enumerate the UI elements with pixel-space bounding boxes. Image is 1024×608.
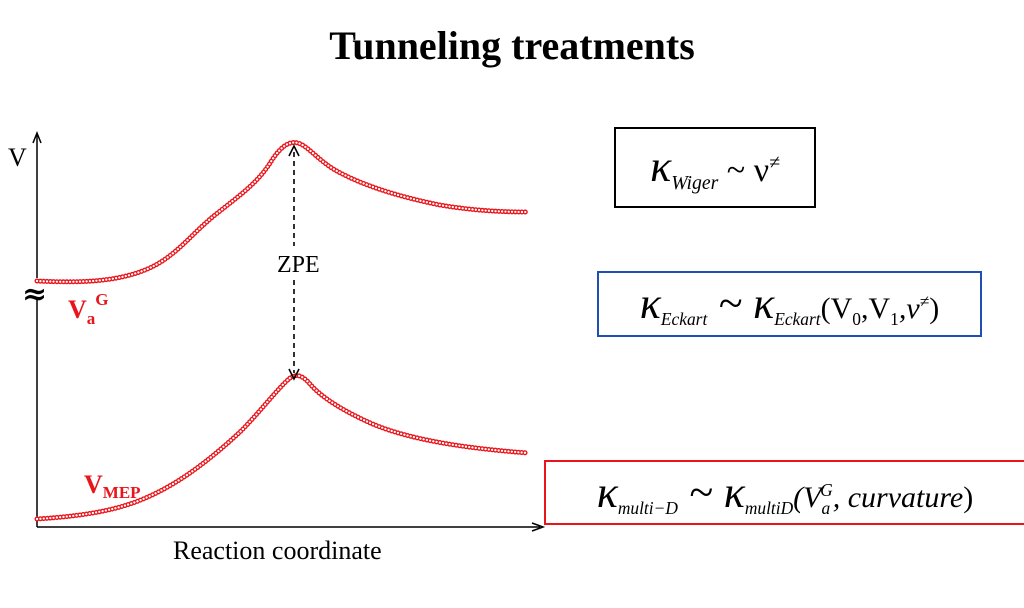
wigner-subscript: Wiger [671, 171, 719, 194]
v0-subscript: 0 [852, 309, 861, 329]
vag-label: VaG [68, 290, 109, 328]
multid-va: (V [793, 480, 822, 514]
x-axis-label: Reaction coordinate [173, 536, 382, 565]
wigner-rhs: ~ ν [718, 151, 770, 189]
vmep-label: VMEP [84, 470, 141, 502]
multid-close: ) [963, 480, 974, 514]
multid-equation-box: κmulti−D ~ κmultiD(VaG, curvature) [544, 460, 1024, 525]
kappa-rhs-symbol: ~ κ [677, 467, 745, 517]
wigner-equation: κWiger ~ ν≠ [650, 141, 780, 195]
kappa-symbol: κ [650, 141, 672, 191]
eckart-v0: (V [820, 292, 853, 325]
multid-subscript: multi−D [617, 497, 678, 518]
wigner-equation-box: κWiger ~ ν≠ [614, 127, 816, 208]
wigner-superscript: ≠ [769, 151, 780, 174]
multid-equation: κmulti−D ~ κmultiD(VaG, curvature) [597, 467, 974, 519]
eckart-subscript: Eckart [660, 309, 708, 329]
eckart-equation: κEckart ~ κEckart(V0,V1,ν≠) [640, 278, 939, 330]
zpe-arrowhead-top [288, 144, 300, 157]
multid-rhs-subscript: multiD [744, 497, 794, 518]
kappa-symbol: κ [639, 279, 661, 328]
va-subscript: a [821, 497, 831, 518]
axis-break-symbol: ≈ [22, 277, 47, 312]
y-axis-arrowhead [32, 130, 42, 144]
multid-curvature: , curvature [832, 480, 964, 514]
eckart-equation-box: κEckart ~ κEckart(V0,V1,ν≠) [597, 271, 982, 337]
vmep-curve-inner [35, 374, 530, 521]
eckart-nu: ,ν [898, 292, 920, 325]
eckart-close: ) [929, 292, 940, 325]
eckart-v1: ,V [860, 292, 891, 325]
x-axis-arrowhead [531, 522, 546, 532]
zpe-label: ZPE [277, 252, 320, 278]
zpe-arrowhead-bottom [288, 368, 300, 381]
vag-curve-inner [35, 141, 530, 283]
nu-superscript: ≠ [919, 291, 930, 311]
va-superscript: G [820, 479, 833, 500]
eckart-rhs-subscript: Eckart [774, 309, 821, 329]
slide-title: Tunneling treatments [329, 23, 695, 68]
y-axis-label: V [8, 143, 27, 172]
v1-subscript: 1 [890, 309, 899, 329]
kappa-symbol: κ [596, 467, 618, 517]
kappa-rhs-symbol: ~ κ [707, 279, 775, 328]
